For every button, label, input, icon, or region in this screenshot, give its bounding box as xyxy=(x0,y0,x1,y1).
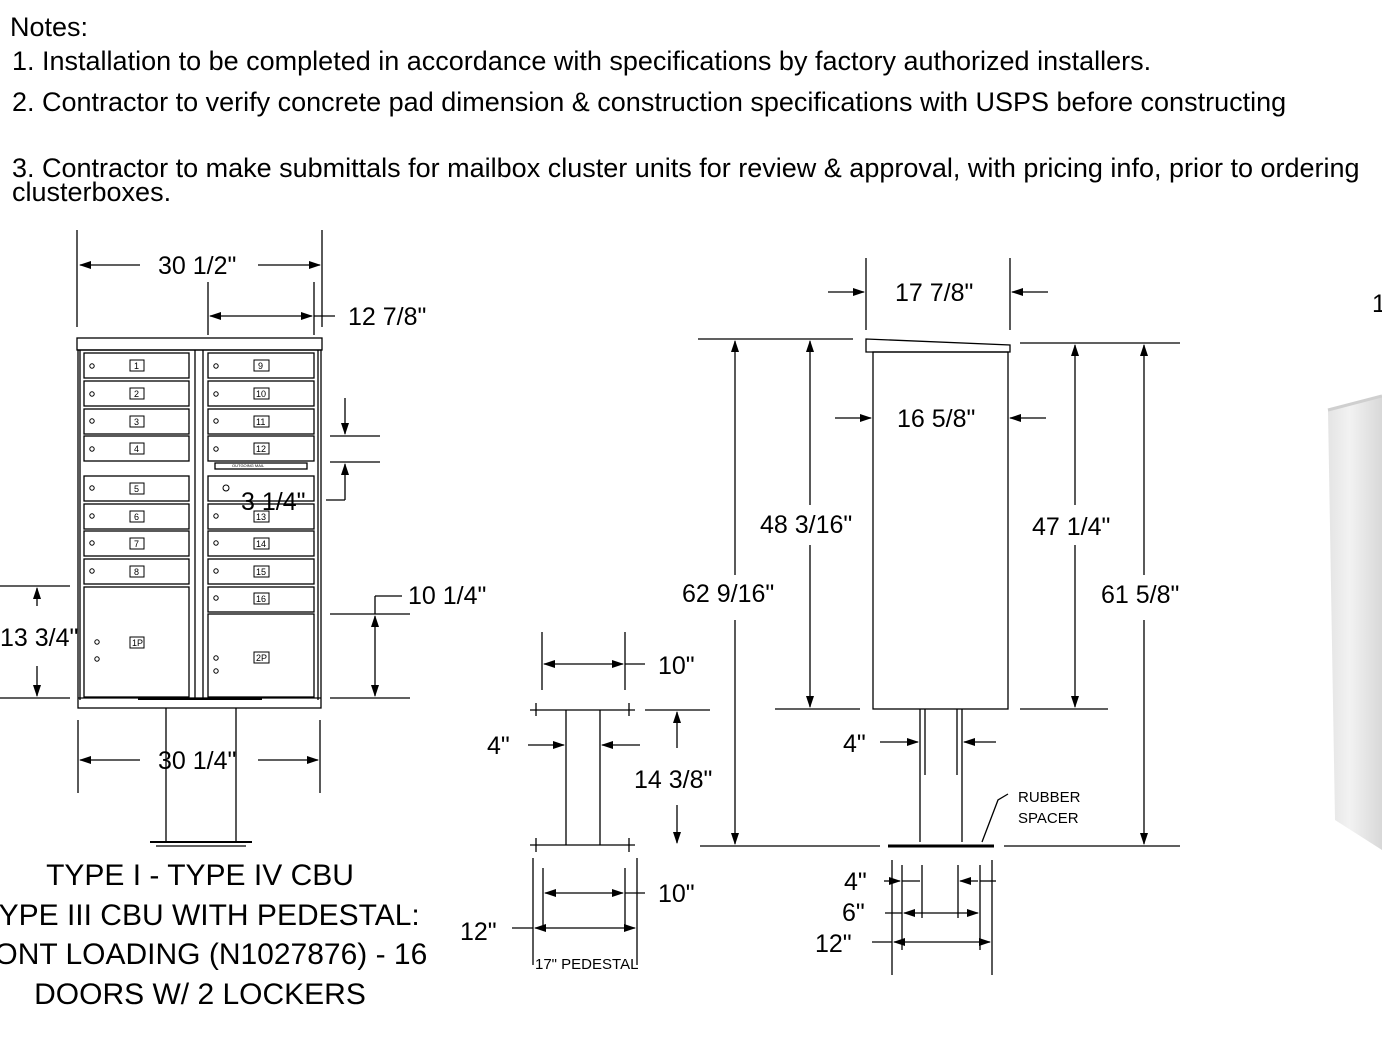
dim-base-4: 4" xyxy=(844,868,867,896)
pedestal-view xyxy=(512,632,710,965)
dim-pedestal-base: 10" xyxy=(658,880,695,908)
dim-base-6: 6" xyxy=(842,899,865,927)
title-line-3: RONT LOADING (N1027876) - 16 xyxy=(0,938,427,971)
title-line-2: TYPE III CBU WITH PEDESTAL: xyxy=(0,899,420,932)
dim-pedestal-top: 10" xyxy=(658,652,695,680)
dim-body-height-right: 47 1/4" xyxy=(1032,513,1110,541)
pedestal-label: 17" PEDESTAL xyxy=(535,956,638,973)
pedestal-view-labels: 10" 4" 14 3/8" 10" 12" 17" PEDESTAL xyxy=(460,652,712,973)
parcel-locker-number: 1P xyxy=(132,638,143,648)
dim-overall-height-right: 61 5/8" xyxy=(1101,581,1179,609)
dim-overall-height-left: 62 9/16" xyxy=(682,580,774,608)
front-view-labels: 30 1/2" 12 7/8" 3 1/4" 10 1/4" 13 3/4" 3… xyxy=(0,252,486,1011)
dim-base-width: 30 1/4" xyxy=(158,747,236,775)
dim-base-12: 12" xyxy=(815,930,852,958)
dim-door-height: 3 1/4" xyxy=(241,488,305,516)
door-number: 16 xyxy=(256,594,266,604)
photo-edge-text: 1 xyxy=(1372,290,1382,318)
parcel-locker-number: 2P xyxy=(256,653,267,663)
door-number: 7 xyxy=(134,539,139,549)
door-number: 2 xyxy=(134,389,139,399)
door-number: 1 xyxy=(134,361,139,371)
door-number: 4 xyxy=(134,444,139,454)
dim-pedestal-post: 4" xyxy=(487,732,510,760)
door-number: 11 xyxy=(256,417,265,427)
door-number: 9 xyxy=(258,361,263,371)
dim-pedestal-height: 14 3/8" xyxy=(634,766,712,794)
product-photo: 1 xyxy=(1327,290,1382,850)
spacer-label: SPACER xyxy=(1018,810,1079,827)
door-number: 15 xyxy=(256,567,266,577)
title-line-1: TYPE I - TYPE IV CBU xyxy=(46,859,354,892)
dim-body-height-left: 48 3/16" xyxy=(760,511,852,539)
dim-parcel-height-right: 10 1/4" xyxy=(408,582,486,610)
door-number: 14 xyxy=(256,539,266,549)
dim-parcel-height-left: 13 3/4" xyxy=(0,624,78,652)
notes-title: Notes: xyxy=(10,12,89,42)
dim-overall-width: 30 1/2" xyxy=(158,252,236,280)
dim-pedestal-base-outer: 12" xyxy=(460,918,497,946)
door-number: 8 xyxy=(134,567,139,577)
side-view xyxy=(698,258,1180,975)
rubber-label: RUBBER xyxy=(1018,789,1081,806)
front-view xyxy=(0,230,410,847)
note-3: 3. Contractor to make submittals for mai… xyxy=(12,153,1360,207)
door-number: 3 xyxy=(134,417,139,427)
door-number: 12 xyxy=(256,444,266,454)
note-2: 2. Contractor to verify concrete pad dim… xyxy=(12,87,1287,117)
dim-top-depth: 17 7/8" xyxy=(895,279,973,307)
note-1: 1. Installation to be completed in accor… xyxy=(12,46,1152,76)
door-number: 13 xyxy=(256,512,266,522)
door-number: 6 xyxy=(134,512,139,522)
dim-half-width: 12 7/8" xyxy=(348,303,426,331)
dim-post-width: 4" xyxy=(843,730,866,758)
side-view-labels: 17 7/8" 16 5/8" 48 3/16" 62 9/16" 47 1/4… xyxy=(682,279,1179,958)
door-number: 5 xyxy=(134,484,139,494)
outgoing-mail-label: OUTGOING MAIL xyxy=(232,463,265,468)
door-number: 10 xyxy=(256,389,266,399)
title-line-4: DOORS W/ 2 LOCKERS xyxy=(34,978,366,1011)
dim-body-depth: 16 5/8" xyxy=(897,405,975,433)
